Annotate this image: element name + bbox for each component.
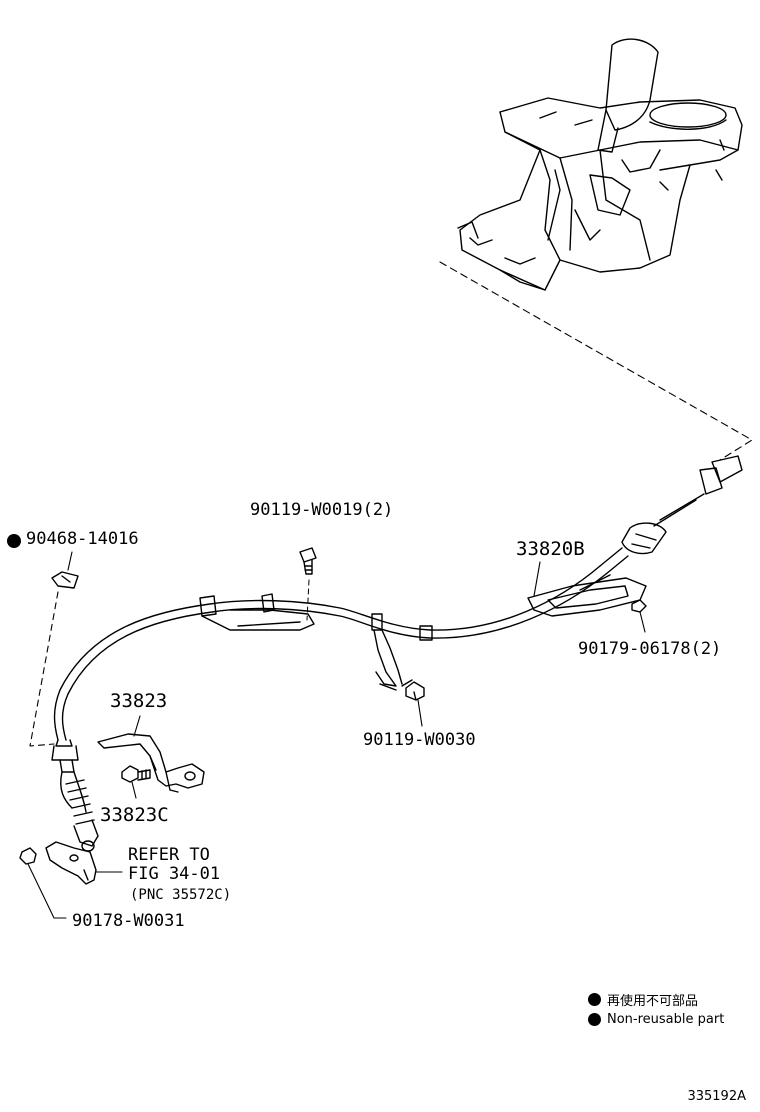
nut-w0031 (19, 847, 37, 865)
diagram-code: 335192A (687, 1089, 746, 1104)
clip-nonreusable-dot (7, 534, 21, 548)
part-label-33820b: 33820B (516, 538, 585, 560)
legend-jp: 再使用不可部品 (588, 990, 698, 1009)
legend-dot-icon (588, 993, 601, 1006)
bolt-w0030 (401, 679, 425, 701)
part-label-90119-w0019: 90119-W0019(2) (250, 500, 394, 520)
bracket-33823 (97, 733, 205, 793)
legend-en-text: Non-reusable part (607, 1012, 725, 1027)
leader-dashed-lever (439, 261, 753, 461)
clip-part (51, 571, 79, 589)
part-label-90178: 90178-W0031 (72, 911, 185, 931)
bolt-33823c (121, 765, 151, 783)
shift-lever-assembly (457, 38, 743, 291)
refer-text-line2: FIG 34-01 (128, 864, 221, 884)
part-label-33823: 33823 (110, 690, 168, 712)
bolt-w0019 (299, 547, 317, 621)
part-label-90468: 90468-14016 (26, 529, 139, 549)
leader-lines (27, 551, 646, 919)
leader-dashed-clip (29, 591, 59, 747)
nut-06178 (631, 599, 647, 613)
control-cable (51, 455, 743, 852)
part-label-90179: 90179-06178(2) (578, 639, 722, 659)
legend-en: Non-reusable part (588, 1012, 724, 1027)
legend-dot-icon (588, 1013, 601, 1026)
refer-text-line1: REFER TO (128, 845, 210, 865)
refer-text-line3: (PNC 35572C) (130, 887, 232, 903)
legend-jp-text: 再使用不可部品 (607, 994, 699, 1009)
part-label-33823c: 33823C (100, 804, 169, 826)
part-label-90119-w0030: 90119-W0030 (363, 730, 476, 750)
shift-lever-plate (45, 841, 97, 885)
